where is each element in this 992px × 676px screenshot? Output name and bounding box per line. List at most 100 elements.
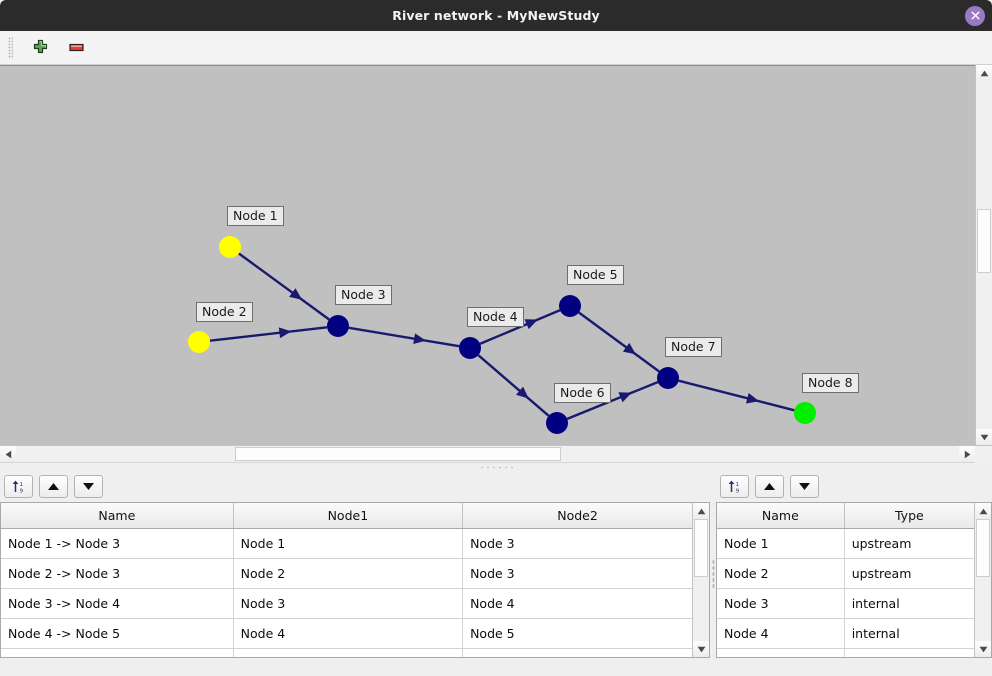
- edge-Node2-to-Node3[interactable]: [209, 326, 328, 342]
- reaches-cell-empty[interactable]: [233, 648, 464, 657]
- edge-Node4-to-Node6[interactable]: [477, 354, 550, 417]
- reaches-table-row[interactable]: [1, 648, 692, 657]
- nodes-move-up-button[interactable]: [755, 475, 784, 498]
- graph-node-node3[interactable]: [327, 315, 349, 337]
- nodes-table-row[interactable]: [717, 648, 974, 657]
- nodes-cell-type[interactable]: upstream: [844, 528, 974, 559]
- node-label-node7[interactable]: Node 7: [665, 337, 722, 357]
- edge-Node5-to-Node7[interactable]: [578, 311, 660, 373]
- reaches-cell-node2[interactable]: Node 4: [462, 588, 692, 619]
- graph-node-node4[interactable]: [459, 337, 481, 359]
- sort-ascending-icon[interactable]: 1 9: [4, 475, 33, 498]
- nodes-vertical-scrollbar[interactable]: [974, 503, 991, 657]
- reaches-scroll-down-icon[interactable]: [693, 641, 709, 657]
- node-label-node4[interactable]: Node 4: [467, 307, 524, 327]
- reaches-cell-name[interactable]: Node 2 -> Node 3: [1, 558, 234, 589]
- canvas-vscroll-thumb[interactable]: [977, 209, 991, 273]
- nodes-cell-empty[interactable]: [844, 648, 974, 657]
- node-label-node5[interactable]: Node 5: [567, 265, 624, 285]
- node-label-node8[interactable]: Node 8: [802, 373, 859, 393]
- nodes-cell-name[interactable]: Node 3: [717, 588, 845, 619]
- nodes-vscroll-thumb[interactable]: [976, 519, 990, 577]
- canvas-horizontal-scrollbar[interactable]: [0, 445, 992, 463]
- nodes-column-header-type[interactable]: Type: [844, 503, 974, 529]
- canvas-hscroll-track[interactable]: [16, 446, 959, 462]
- node-label-node2[interactable]: Node 2: [196, 302, 253, 322]
- reaches-cell-node1[interactable]: Node 2: [233, 558, 464, 589]
- scroll-down-icon[interactable]: [976, 429, 992, 445]
- add-green-plus-icon[interactable]: [29, 37, 51, 59]
- edge-Node7-to-Node8[interactable]: [678, 379, 795, 412]
- edge-Node4-to-Node5[interactable]: [479, 309, 561, 345]
- graph-node-node2[interactable]: [188, 331, 210, 353]
- reaches-vertical-scrollbar[interactable]: [692, 503, 709, 657]
- nodes-scroll-up-icon[interactable]: [975, 503, 991, 519]
- reaches-cell-empty[interactable]: [1, 648, 234, 657]
- nodes-move-down-button[interactable]: [790, 475, 819, 498]
- canvas-hscroll-thumb[interactable]: [235, 447, 561, 461]
- scroll-right-icon[interactable]: [959, 446, 975, 462]
- reaches-cell-name[interactable]: Node 4 -> Node 5: [1, 618, 234, 649]
- graph-node-node5[interactable]: [559, 295, 581, 317]
- move-up-button[interactable]: [39, 475, 68, 498]
- close-icon[interactable]: [965, 5, 985, 26]
- move-down-button[interactable]: [74, 475, 103, 498]
- vertical-splitter[interactable]: [710, 471, 716, 676]
- network-diagram-canvas[interactable]: Node 1 Node 2 Node 3 Node 4 Node 5 Node 6 Node…: [0, 65, 975, 445]
- triangle-up-glyph: [697, 508, 705, 514]
- nodes-cell-type[interactable]: upstream: [844, 558, 974, 589]
- canvas-vscroll-track[interactable]: [976, 81, 992, 429]
- node-label-node3[interactable]: Node 3: [335, 285, 392, 305]
- reaches-vscroll-thumb[interactable]: [694, 519, 708, 577]
- toolbar-drag-grip[interactable]: [8, 36, 13, 59]
- nodes-scroll-down-icon[interactable]: [975, 641, 991, 657]
- graph-node-node6[interactable]: [546, 412, 568, 434]
- nodes-cell-empty[interactable]: [717, 648, 845, 657]
- reaches-cell-name[interactable]: Node 1 -> Node 3: [1, 528, 234, 559]
- edge-Node6-to-Node7[interactable]: [566, 381, 659, 420]
- horizontal-splitter[interactable]: [0, 462, 992, 471]
- reaches-vscroll-track[interactable]: [693, 519, 709, 641]
- nodes-cell-type[interactable]: internal: [844, 618, 974, 649]
- nodes-cell-name[interactable]: Node 4: [717, 618, 845, 649]
- graph-node-node7[interactable]: [657, 367, 679, 389]
- reaches-column-header-node2[interactable]: Node2: [462, 503, 692, 529]
- nodes-cell-name[interactable]: Node 2: [717, 558, 845, 589]
- reaches-cell-node1[interactable]: Node 4: [233, 618, 464, 649]
- canvas-vertical-scrollbar[interactable]: [975, 65, 992, 445]
- reaches-cell-empty[interactable]: [462, 648, 692, 657]
- scroll-left-icon[interactable]: [0, 446, 16, 462]
- reaches-cell-node1[interactable]: Node 3: [233, 588, 464, 619]
- reaches-cell-node2[interactable]: Node 3: [462, 558, 692, 589]
- scroll-up-icon[interactable]: [976, 65, 992, 81]
- graph-node-node8[interactable]: [794, 402, 816, 424]
- nodes-cell-name[interactable]: Node 1: [717, 528, 845, 559]
- delete-red-minus-icon[interactable]: [65, 37, 87, 59]
- reaches-cell-node2[interactable]: Node 5: [462, 618, 692, 649]
- edge-Node1-to-Node3[interactable]: [238, 252, 330, 321]
- nodes-vscroll-track[interactable]: [975, 519, 991, 641]
- node-label-node1[interactable]: Node 1: [227, 206, 284, 226]
- nodes-cell-type[interactable]: internal: [844, 588, 974, 619]
- nodes-column-header-name[interactable]: Name: [717, 503, 845, 529]
- reaches-column-header-node1[interactable]: Node1: [233, 503, 464, 529]
- reaches-cell-node2[interactable]: Node 3: [462, 528, 692, 559]
- reaches-column-header-name[interactable]: Name: [1, 503, 234, 529]
- node-label-node6[interactable]: Node 6: [554, 383, 611, 403]
- edge-Node3-to-Node4[interactable]: [348, 326, 460, 348]
- reaches-cell-name[interactable]: Node 3 -> Node 4: [1, 588, 234, 619]
- reaches-cell-node1[interactable]: Node 1: [233, 528, 464, 559]
- nodes-sort-ascending-icon[interactable]: 1 9: [720, 475, 749, 498]
- graph-node-node1[interactable]: [219, 236, 241, 258]
- reaches-scroll-up-icon[interactable]: [693, 503, 709, 519]
